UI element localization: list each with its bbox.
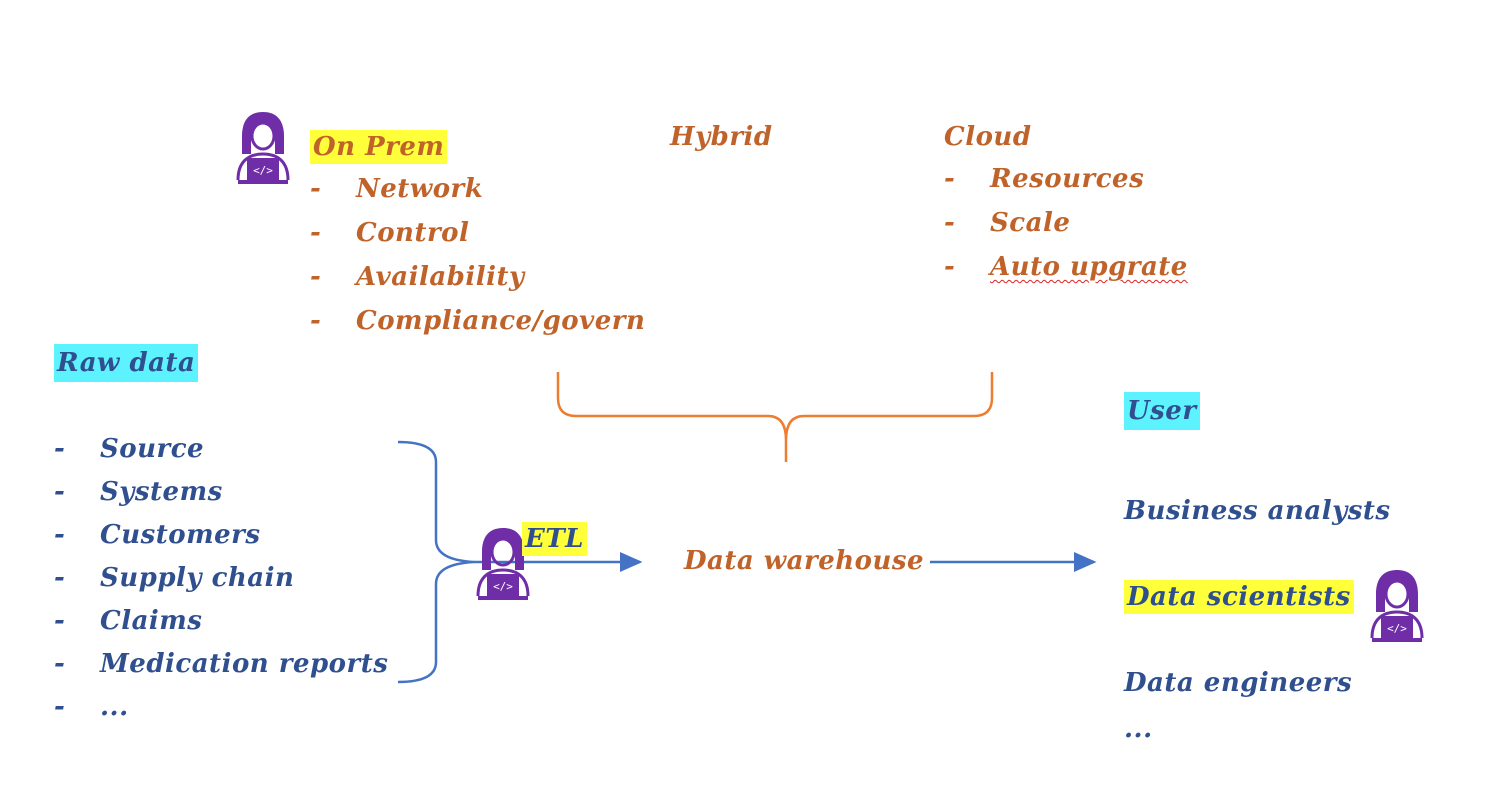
user-more: ... [1124, 714, 1153, 744]
hybrid-title: Hybrid [670, 122, 773, 152]
user-business-analysts: Business analysts [1124, 496, 1391, 526]
user-data-engineers: Data engineers [1124, 668, 1353, 698]
developer-avatar-icon: </> [234, 110, 292, 186]
cloud-title: Cloud [944, 122, 1032, 152]
developer-avatar-icon: </> [1368, 568, 1426, 644]
raw-data-bracket [397, 440, 475, 684]
data-warehouse-label: Data warehouse [684, 546, 925, 576]
developer-avatar-icon: </> [474, 526, 532, 602]
svg-text:</>: </> [493, 580, 513, 593]
user-data-scientists: Data scientists [1124, 580, 1354, 614]
hybrid-brace [556, 372, 994, 462]
etl-label: ETL [522, 522, 587, 556]
svg-text:</>: </> [253, 164, 273, 177]
svg-text:</>: </> [1387, 622, 1407, 635]
user-title: User [1124, 392, 1200, 430]
raw-data-title: Raw data [54, 344, 199, 382]
on-prem-title: On Prem [310, 130, 448, 164]
